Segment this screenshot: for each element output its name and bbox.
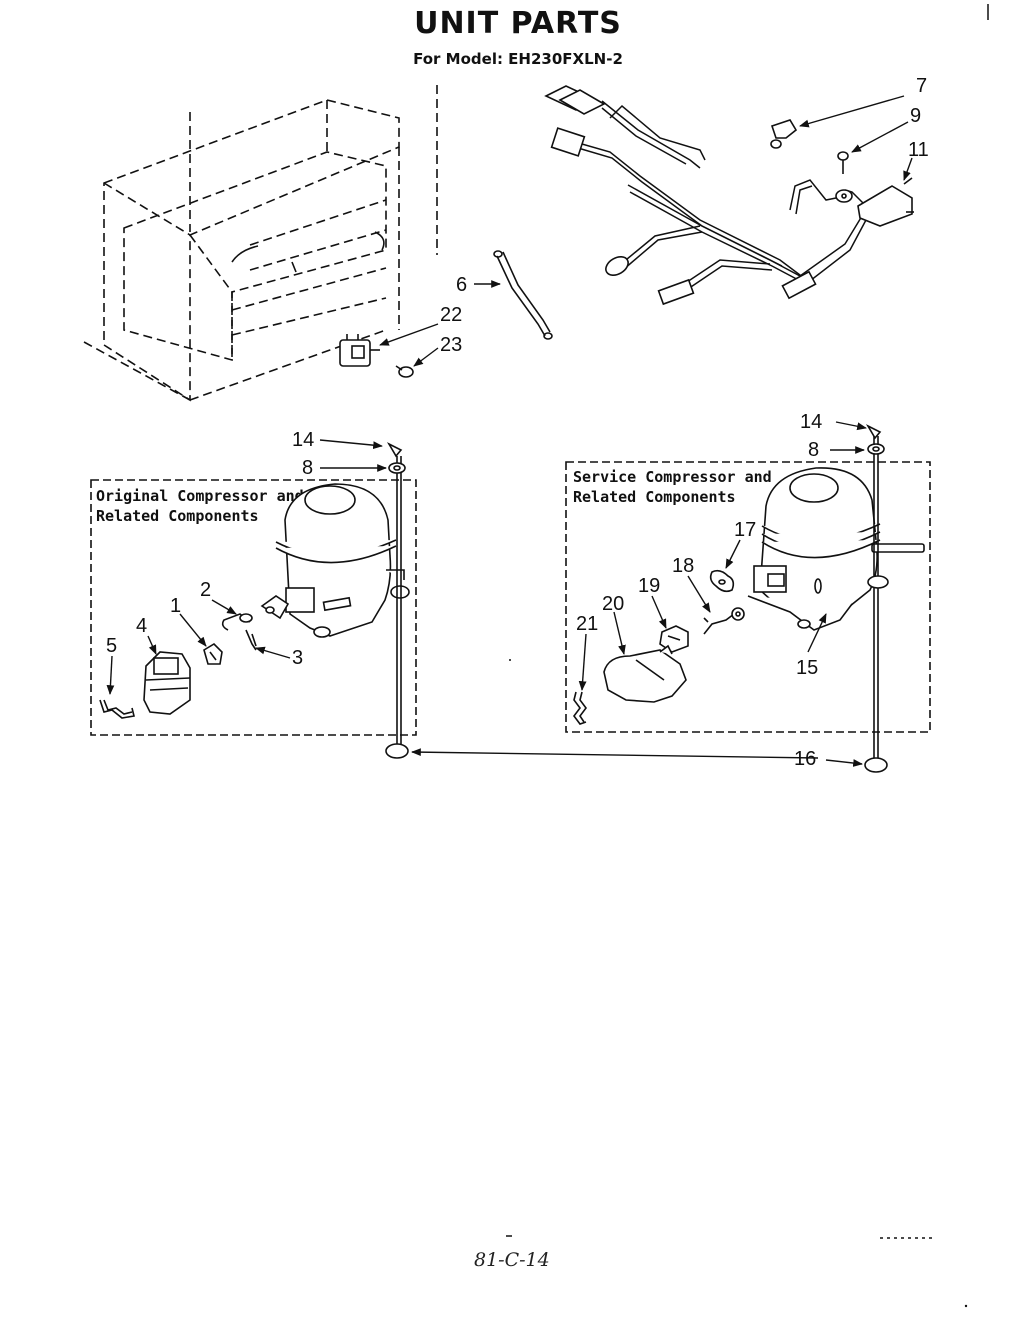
stray-mark — [509, 659, 511, 661]
cabinet-inner-detail — [231, 231, 385, 273]
part-23-screw — [395, 365, 414, 378]
callout-22: 22 — [440, 304, 462, 326]
callout-17: 17 — [734, 519, 756, 541]
callout-19: 19 — [638, 575, 660, 597]
callout-1: 1 — [170, 595, 181, 617]
handwritten-note: 81-C-14 — [474, 1249, 550, 1271]
callout-7: 7 — [916, 75, 927, 97]
callout-8-right: 8 — [808, 439, 819, 461]
callout-5: 5 — [106, 635, 117, 657]
part-7-clip — [770, 119, 798, 149]
service-components-box — [565, 461, 931, 733]
service-mount-hardware — [864, 424, 889, 773]
callout-16: 16 — [794, 748, 816, 770]
callout-23: 23 — [440, 334, 462, 356]
original-components-box — [90, 479, 417, 736]
callout-2: 2 — [200, 579, 211, 601]
part-17-gasket — [709, 569, 735, 593]
part-22-relay — [339, 334, 380, 367]
callout-6: 6 — [456, 274, 467, 296]
service-box-label-line1: Service Compressor and — [573, 468, 772, 486]
callout-14-right: 14 — [800, 411, 822, 433]
part-4-relay — [143, 651, 191, 715]
stray-mark — [964, 1304, 968, 1308]
callout-21: 21 — [576, 613, 598, 635]
original-compressor — [260, 483, 410, 638]
part-21-bracket — [573, 691, 587, 725]
part-3-clip — [245, 629, 257, 651]
part-6-drier — [493, 250, 553, 340]
part-1-overload — [203, 642, 223, 665]
service-box-label-line2: Related Components — [573, 488, 736, 506]
part-19-terminal — [659, 625, 689, 653]
page-title: UNIT PARTS — [414, 6, 622, 41]
callout-18: 18 — [672, 555, 694, 577]
model-subtitle: For Model: EH230FXLN-2 — [413, 50, 623, 68]
callout-8-left: 8 — [302, 457, 313, 479]
wiring-harness — [574, 100, 867, 298]
callout-20: 20 — [602, 593, 624, 615]
part-5-bracket — [99, 699, 135, 719]
part-9-screw — [837, 151, 849, 174]
callout-9: 9 — [910, 105, 921, 127]
part-18-wire — [703, 607, 745, 635]
callout-4: 4 — [136, 615, 147, 637]
leader-lines — [106, 95, 913, 767]
part-20-cover — [603, 644, 687, 703]
harness-connectors — [544, 85, 914, 306]
callout-15: 15 — [796, 657, 818, 679]
part-2-wire — [221, 613, 253, 631]
service-compressor — [747, 467, 925, 631]
original-box-label-line1: Original Compressor and — [96, 487, 304, 505]
original-mount-hardware — [385, 442, 409, 759]
callout-3: 3 — [292, 647, 303, 669]
original-box-label-line2: Related Components — [96, 507, 259, 525]
callout-14-left: 14 — [292, 429, 314, 451]
callout-11: 11 — [908, 139, 929, 161]
